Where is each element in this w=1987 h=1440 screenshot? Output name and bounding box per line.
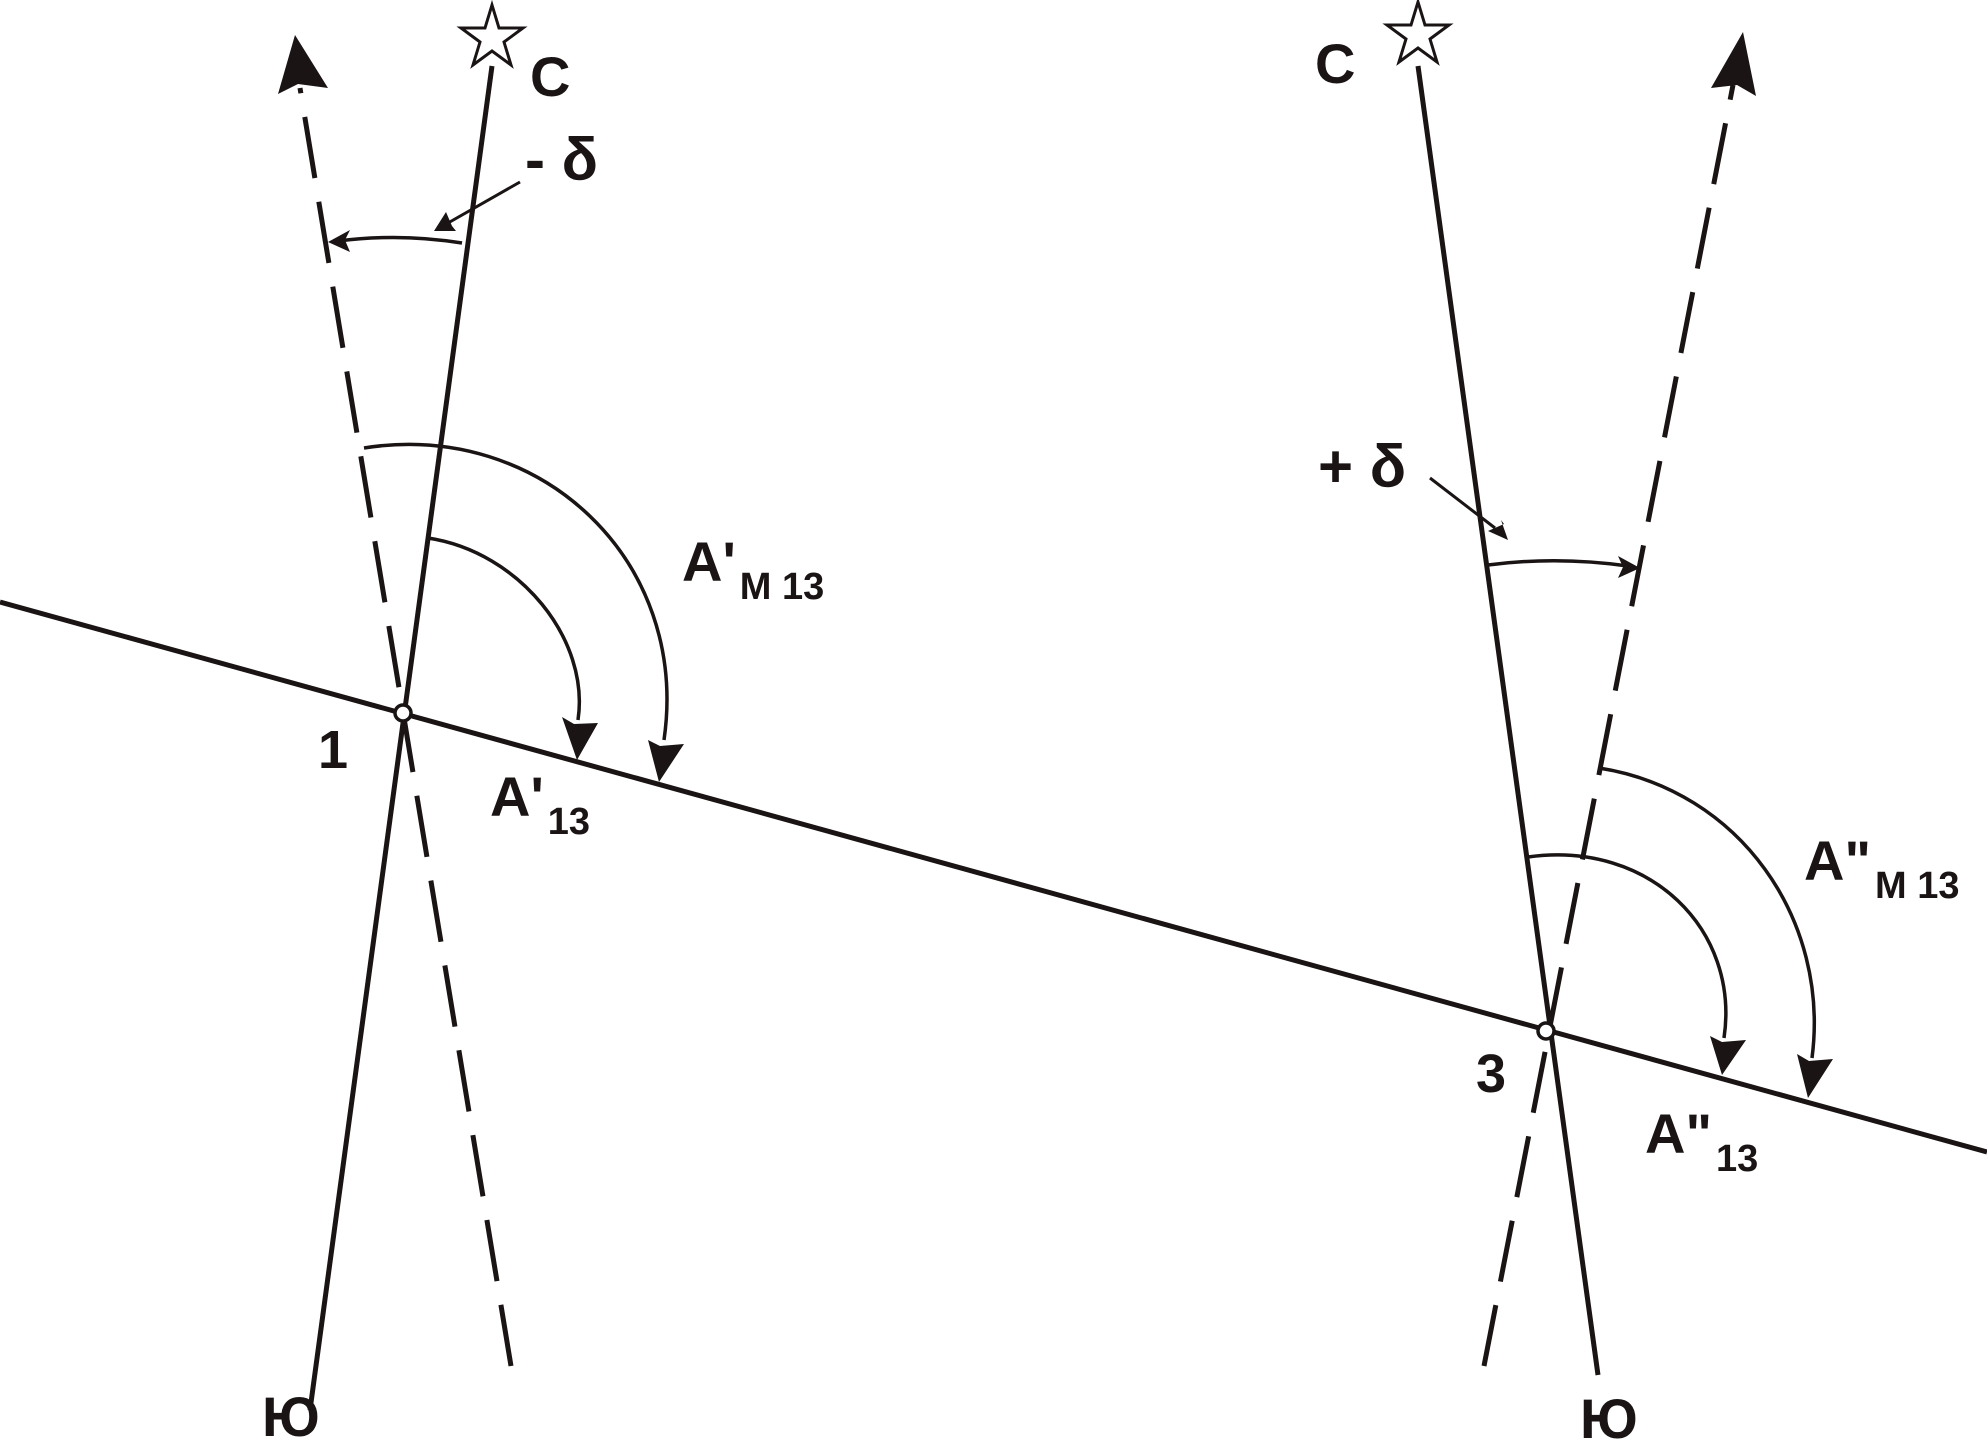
magnetic-azimuth-arc-left	[363, 442, 669, 741]
star-icon-right	[1382, 0, 1454, 66]
magnetic-meridian-right-arrowhead	[1711, 32, 1756, 96]
true-azimuth-arc-left	[427, 536, 582, 721]
true-meridian-right	[1415, 65, 1601, 1376]
station-point-3	[1536, 1021, 1556, 1041]
station-point-1	[393, 703, 413, 723]
declination-leader-right	[1429, 476, 1496, 530]
true-azimuth-arc-right	[1527, 853, 1728, 1039]
star-icon-left	[456, 0, 528, 69]
label-magnetic-azimuth-right: A"М 13	[1804, 829, 1959, 907]
label-true-azimuth-right: A"13	[1645, 1102, 1758, 1180]
declination-leader-left	[447, 180, 521, 225]
label-point-3: 3	[1476, 1044, 1506, 1104]
declination-leader-left-arrowhead	[434, 212, 456, 231]
magnetic-meridian-left-arrowhead	[278, 35, 328, 94]
label-point-1: 1	[318, 720, 348, 780]
declination-arc-left	[337, 235, 463, 245]
label-true-azimuth-left: A'13	[490, 765, 590, 843]
label-north-left: С	[530, 45, 570, 108]
label-south-left: Ю	[262, 1385, 320, 1440]
baseline-1-3	[0, 599, 1987, 1155]
magnetic-meridian-left	[297, 87, 514, 1367]
magnetic-azimuth-arc-right	[1598, 766, 1817, 1059]
label-declination-minus: - δ	[525, 126, 598, 193]
declination-arc-left-arrowhead	[328, 230, 350, 252]
label-south-right: Ю	[1580, 1387, 1638, 1440]
label-declination-plus: + δ	[1318, 433, 1406, 500]
declination-arc-right	[1487, 559, 1629, 568]
magnetic-azimuth-arc-left-arrowhead	[648, 740, 684, 782]
label-magnetic-azimuth-left: A'М 13	[682, 530, 824, 608]
magnetic-azimuth-arc-right-arrowhead	[1797, 1054, 1833, 1098]
declination-leader-right-arrowhead	[1488, 520, 1508, 540]
true-azimuth-arc-right-arrowhead	[1710, 1036, 1746, 1075]
true-meridian-left	[307, 65, 495, 1411]
true-azimuth-arc-left-arrowhead	[562, 717, 598, 760]
declination-arc-right-arrowhead	[1618, 556, 1640, 578]
label-north-right: С	[1315, 32, 1355, 95]
magnetic-meridian-right	[1481, 84, 1736, 1367]
